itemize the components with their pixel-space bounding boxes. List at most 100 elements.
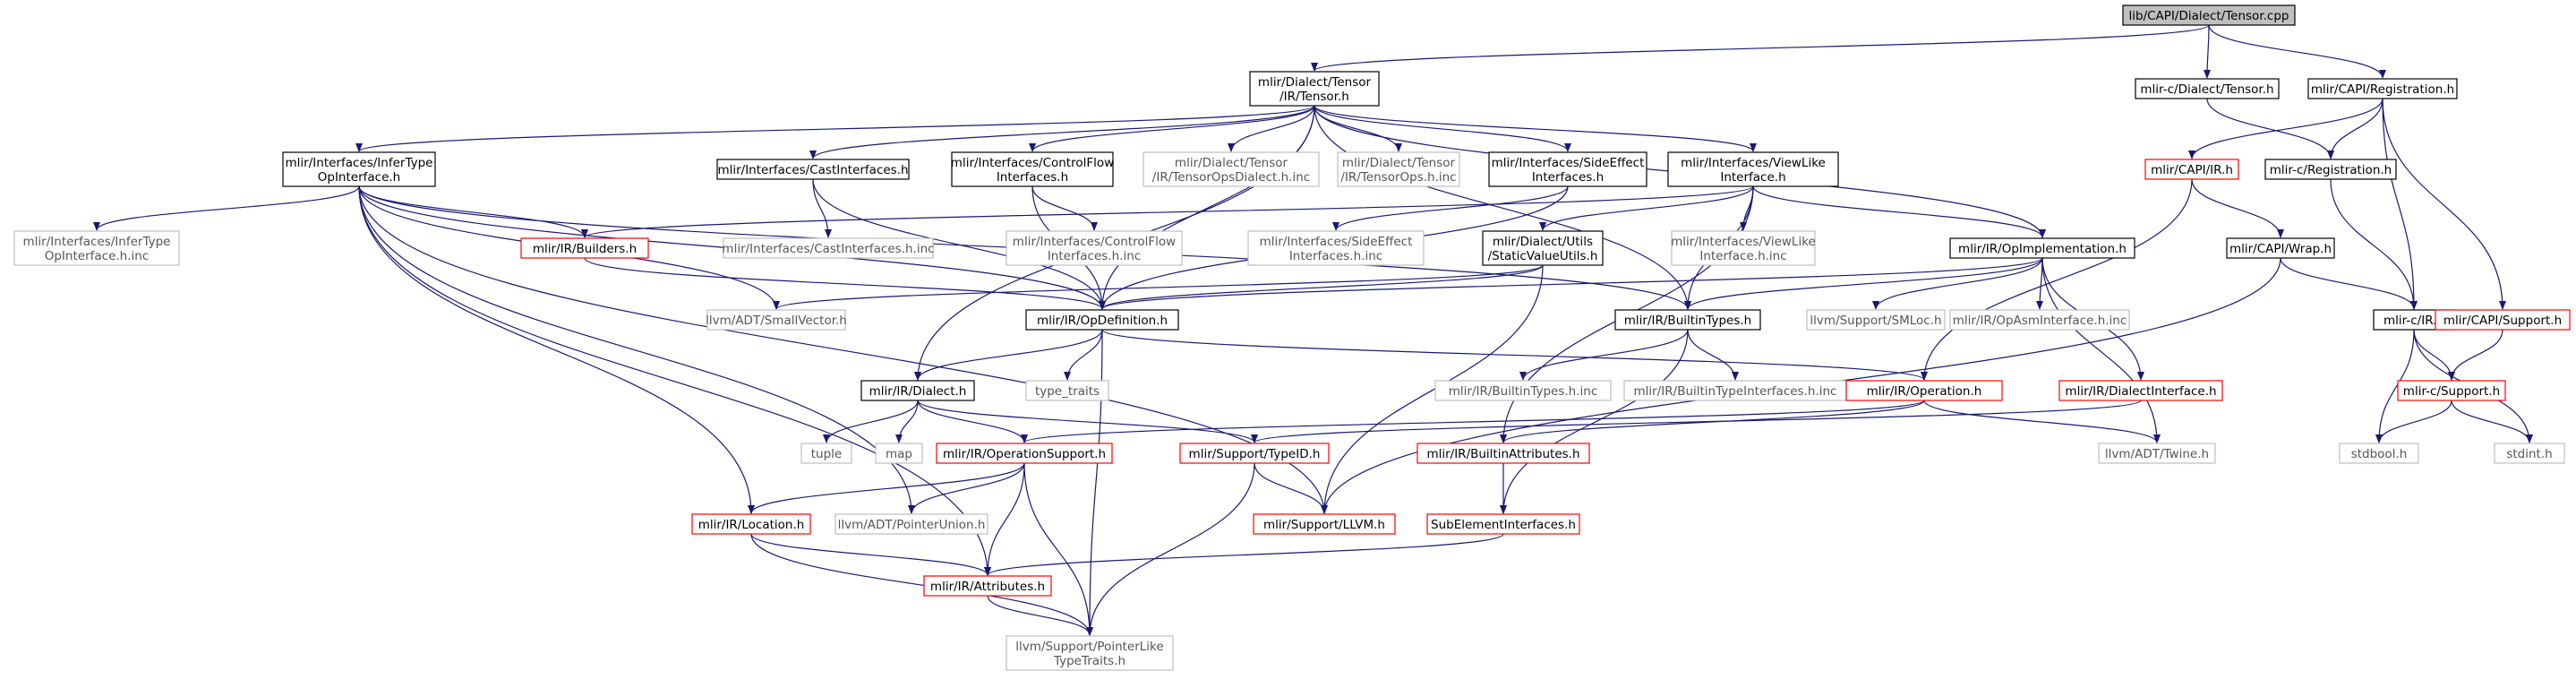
node-operation[interactable]: mlir/IR/Operation.h: [1845, 380, 2003, 401]
edge-tensor_h-to-viewlike: [1314, 105, 1757, 152]
node-root[interactable]: lib/CAPI/Dialect/Tensor.cpp: [2122, 4, 2296, 26]
node-box: [1482, 230, 1604, 266]
node-label: mlir/IR/OperationSupport.h: [943, 447, 1106, 461]
node-location[interactable]: mlir/IR/Location.h: [691, 513, 811, 535]
node-c-support[interactable]: mlir-c/Support.h: [2397, 380, 2506, 401]
node-sideeffect-inc[interactable]: mlir/Interfaces/SideEffectInterfaces.h.i…: [1247, 230, 1425, 266]
node-label: mlir/IR/Location.h: [698, 518, 805, 532]
edge-capi_wrap-to-c_ir: [2280, 257, 2418, 310]
node-c-ir[interactable]: mlir-c/IR.h: [2373, 309, 2455, 331]
node-label: mlir/CAPI/Registration.h: [2311, 82, 2454, 97]
edge-staticvalue-to-llvm: [1321, 264, 1544, 514]
edge-tensor_h-to-sideeffect: [1314, 105, 1571, 152]
node-box: [1845, 380, 2003, 401]
node-label: mlir-c/IR.h: [2383, 314, 2444, 328]
node-stdbool[interactable]: stdbool.h: [2339, 443, 2419, 464]
node-smallvector[interactable]: llvm/ADT/SmallVector.h: [706, 309, 847, 331]
node-label: mlir/Interfaces/SideEffect: [1260, 235, 1413, 249]
node-capi-reg[interactable]: mlir/CAPI/Registration.h: [2307, 78, 2458, 99]
node-c-reg[interactable]: mlir-c/Registration.h: [2264, 159, 2397, 180]
node-capi-tensor[interactable]: mlir-c/Dialect/Tensor.h: [2135, 78, 2280, 99]
node-label: mlir/Interfaces/SideEffect: [1492, 156, 1645, 170]
edge-tensor_h-to-tensorops_inc: [1314, 105, 1402, 152]
node-staticvalue[interactable]: mlir/Dialect/Utils/StaticValueUtils.h: [1482, 230, 1604, 266]
node-attributes[interactable]: mlir/IR/Attributes.h: [923, 575, 1052, 597]
edge-c_reg-to-c_ir: [2330, 178, 2418, 310]
node-infertype-inc[interactable]: mlir/Interfaces/InferTypeOpInterface.h.i…: [13, 230, 180, 266]
node-tensor-h[interactable]: mlir/Dialect/Tensor/IR/Tensor.h: [1249, 71, 1380, 107]
edge-cast-to-opdef: [812, 178, 1106, 310]
edge-opdef-to-typetraits: [1064, 329, 1103, 381]
edge-opsupport-to-location: [748, 462, 1025, 514]
node-dialect[interactable]: mlir/IR/Dialect.h: [860, 380, 975, 401]
node-builders[interactable]: mlir/IR/Builders.h: [520, 237, 649, 259]
node-tuple[interactable]: tuple: [800, 443, 852, 464]
node-capi-support[interactable]: mlir/CAPI/Support.h: [2435, 309, 2571, 331]
node-dialectinterface[interactable]: mlir/IR/DialectInterface.h: [2058, 380, 2223, 401]
edge-attributes-to-pointerlike: [987, 595, 1093, 636]
node-box: [1006, 230, 1183, 266]
node-twine[interactable]: llvm/ADT/Twine.h: [2098, 443, 2216, 464]
node-stdint[interactable]: stdint.h: [2494, 443, 2565, 464]
edge-opsupport-to-pointerlike: [1023, 462, 1093, 636]
node-controlflow-inc[interactable]: mlir/Interfaces/ControlFlowInterfaces.h.…: [1006, 230, 1183, 266]
node-subelement[interactable]: SubElementInterfaces.h: [1426, 513, 1580, 535]
node-box: [723, 237, 934, 259]
node-opimpl[interactable]: mlir/IR/OpImplementation.h: [1949, 237, 2135, 259]
node-label: llvm/ADT/PointerUnion.h: [838, 518, 986, 532]
edge-builtintypes-to-builtintypeinterfaces_inc: [1687, 329, 1739, 381]
node-opsupport[interactable]: mlir/IR/OperationSupport.h: [936, 443, 1113, 464]
node-box: [923, 575, 1052, 597]
node-box: [1949, 237, 2135, 259]
edge-typeid-to-pointerlike: [1086, 462, 1255, 636]
edge-capi_support-to-c_support: [2448, 329, 2503, 381]
node-box: [1337, 151, 1460, 187]
node-typetraits[interactable]: type_traits: [1025, 380, 1109, 401]
node-label: Interfaces.h: [1532, 170, 1604, 185]
node-typeid[interactable]: mlir/Support/TypeID.h: [1179, 443, 1330, 464]
node-label: /IR/TensorOps.h.inc: [1340, 170, 1456, 185]
node-label: mlir/IR/BuiltinTypes.h: [1624, 314, 1751, 328]
node-label: mlir/IR/OpDefinition.h: [1037, 314, 1168, 328]
edge-dialect-to-opsupport: [917, 400, 1028, 443]
node-capi-ir[interactable]: mlir/CAPI/IR.h: [2144, 159, 2239, 180]
node-pointerunion[interactable]: llvm/ADT/PointerUnion.h: [834, 513, 988, 535]
edge-controlflow-to-controlflow_inc: [1031, 185, 1098, 231]
node-opdef[interactable]: mlir/IR/OpDefinition.h: [1025, 309, 1179, 331]
node-llvm[interactable]: mlir/Support/LLVM.h: [1253, 513, 1396, 535]
node-box: [2339, 443, 2419, 464]
node-map[interactable]: map: [875, 443, 923, 464]
edge-root-to-capi_reg: [2208, 24, 2386, 79]
node-label: mlir/Dialect/Tensor: [1342, 156, 1456, 170]
node-tensorops-inc[interactable]: mlir/Dialect/Tensor/IR/TensorOps.h.inc: [1337, 151, 1460, 187]
edge-c_support-to-stdbool: [2375, 400, 2452, 443]
node-box: [1614, 309, 1761, 331]
node-builtintypeinterfaces-inc[interactable]: mlir/IR/BuiltinTypeInterfaces.h.inc: [1623, 380, 1847, 401]
node-capi-wrap[interactable]: mlir/CAPI/Wrap.h: [2226, 237, 2335, 259]
node-builtintypes-inc[interactable]: mlir/IR/BuiltinTypes.h.inc: [1434, 380, 1612, 401]
node-builtinattrs[interactable]: mlir/IR/BuiltinAttributes.h: [1416, 443, 1590, 464]
edge-infertype-to-infertype_inc: [93, 185, 360, 231]
node-smloc[interactable]: llvm/Support/SMLoc.h: [1806, 309, 1946, 331]
node-cast[interactable]: mlir/Interfaces/CastInterfaces.h: [716, 159, 910, 180]
node-label: mlir/IR/OpImplementation.h: [1958, 242, 2127, 256]
node-box: [800, 443, 852, 464]
node-label: mlir/IR/BuiltinAttributes.h: [1426, 447, 1579, 461]
node-cast-inc[interactable]: mlir/Interfaces/CastInterfaces.h.inc: [722, 237, 935, 259]
node-opasm-inc[interactable]: mlir/IR/OpAsmInterface.h.inc: [1949, 309, 2130, 331]
edge-viewlike-to-opimpl: [1752, 185, 2046, 238]
node-box: [2226, 237, 2335, 259]
node-box: [2494, 443, 2565, 464]
node-label: map: [886, 447, 912, 461]
node-label: llvm/Support/SMLoc.h: [1810, 314, 1941, 328]
node-tensoropsdialect[interactable]: mlir/Dialect/Tensor/IR/TensorOpsDialect.…: [1143, 151, 1320, 187]
node-label: mlir/Interfaces/ControlFlow: [1013, 235, 1176, 249]
node-builtintypes[interactable]: mlir/IR/BuiltinTypes.h: [1614, 309, 1761, 331]
node-box: [1671, 230, 1816, 266]
